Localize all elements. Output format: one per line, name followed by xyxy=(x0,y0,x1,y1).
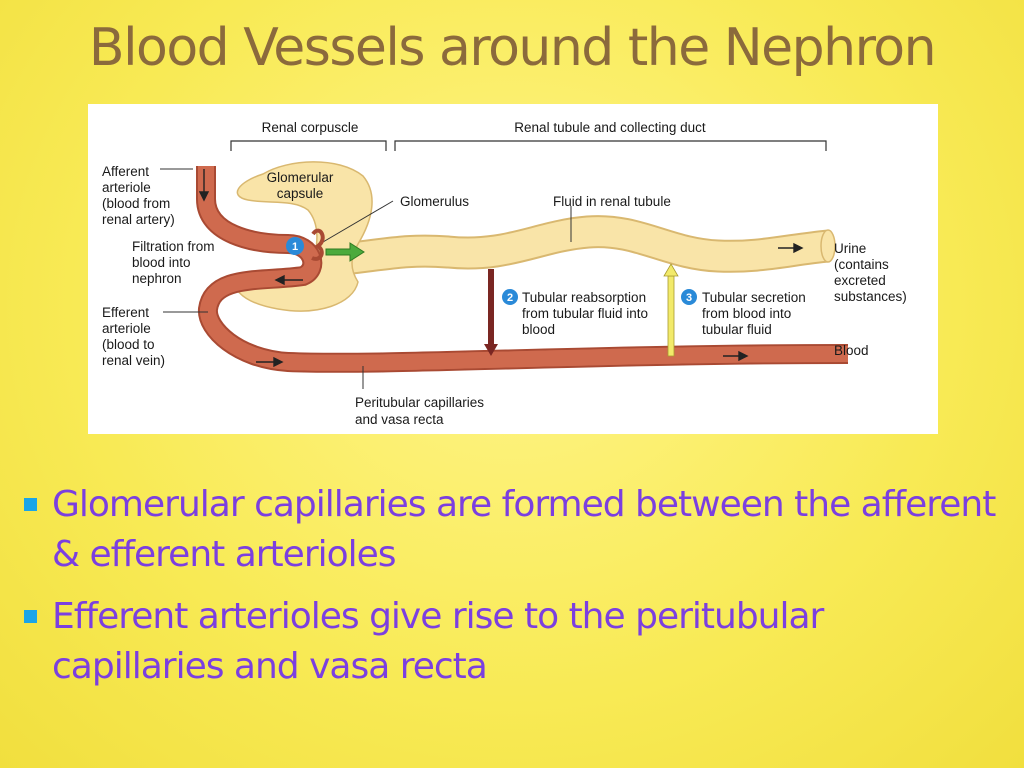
svg-text:tubular fluid: tubular fluid xyxy=(702,322,772,337)
bullet-item: Glomerular capillaries are formed betwee… xyxy=(22,480,1002,580)
reabsorption-arrow xyxy=(484,269,498,356)
svg-text:excreted: excreted xyxy=(834,273,886,288)
fluid-in-tubule-label: Fluid in renal tubule xyxy=(553,194,671,209)
svg-text:Urine: Urine xyxy=(834,241,866,256)
reabsorption-label: Tubular reabsorption from tubular fluid … xyxy=(522,290,648,337)
svg-text:Tubular reabsorption: Tubular reabsorption xyxy=(522,290,646,305)
secretion-arrow xyxy=(663,263,679,357)
bullet-item: Efferent arterioles give rise to the per… xyxy=(22,592,1002,692)
square-bullet-icon xyxy=(24,610,37,623)
svg-text:capsule: capsule xyxy=(277,186,324,201)
svg-text:substances): substances) xyxy=(834,289,907,304)
step-badge-3: 3 xyxy=(681,289,697,305)
filtration-arrow xyxy=(325,242,365,262)
peritubular-capillaries xyxy=(287,346,849,371)
svg-text:Efferent: Efferent xyxy=(102,305,149,320)
svg-text:3: 3 xyxy=(686,292,692,304)
glomerular-capsule xyxy=(234,161,373,312)
glomerulus xyxy=(311,228,325,261)
nephron-diagram-svg: Renal corpuscle Renal tubule and collect… xyxy=(102,120,907,427)
urine-label: Urine (contains excreted substances) xyxy=(834,241,907,304)
blood-label: Blood xyxy=(834,343,869,358)
svg-text:Glomerular: Glomerular xyxy=(267,170,334,185)
svg-text:(contains: (contains xyxy=(834,257,889,272)
svg-text:blood into: blood into xyxy=(132,255,191,270)
tubule-end xyxy=(820,229,836,263)
renal-corpuscle-label: Renal corpuscle xyxy=(262,120,359,135)
flow-arrows xyxy=(198,169,804,368)
svg-text:arteriole: arteriole xyxy=(102,180,151,195)
svg-text:Filtration from: Filtration from xyxy=(132,239,215,254)
step-badge-1: 1 xyxy=(286,237,304,255)
svg-text:Afferent: Afferent xyxy=(102,164,149,179)
svg-text:1: 1 xyxy=(292,241,298,253)
bullet-text: Glomerular capillaries are formed betwee… xyxy=(52,484,996,575)
svg-text:renal vein): renal vein) xyxy=(102,353,165,368)
svg-text:from tubular fluid into: from tubular fluid into xyxy=(522,306,648,321)
square-bullet-icon xyxy=(24,498,37,511)
svg-text:(blood from: (blood from xyxy=(102,196,170,211)
leader-lines xyxy=(160,168,572,389)
svg-text:from blood into: from blood into xyxy=(702,306,791,321)
svg-text:Tubular secretion: Tubular secretion xyxy=(702,290,806,305)
peritubular-label: Peritubular capillaries and vasa recta xyxy=(355,395,484,427)
glomerulus-label: Glomerulus xyxy=(400,194,469,209)
renal-tubule-label: Renal tubule and collecting duct xyxy=(514,120,706,135)
nephron-diagram: Renal corpuscle Renal tubule and collect… xyxy=(88,104,938,434)
bullet-text: Efferent arterioles give rise to the per… xyxy=(52,596,824,687)
secretion-label: Tubular secretion from blood into tubula… xyxy=(702,290,806,337)
svg-text:renal artery): renal artery) xyxy=(102,212,175,227)
svg-text:and vasa recta: and vasa recta xyxy=(355,412,444,427)
renal-corpuscle-bracket xyxy=(230,140,387,151)
svg-text:nephron: nephron xyxy=(132,271,182,286)
glomerular-capsule-label: Glomerular capsule xyxy=(267,170,334,201)
svg-text:arteriole: arteriole xyxy=(102,321,151,336)
afferent-arteriole-label: Afferent arteriole (blood from renal art… xyxy=(102,164,175,227)
slide-title: Blood Vessels around the Nephron xyxy=(88,18,937,78)
efferent-arteriole-label: Efferent arteriole (blood to renal vein) xyxy=(102,305,165,368)
svg-text:2: 2 xyxy=(507,292,513,304)
bullet-list: Glomerular capillaries are formed betwee… xyxy=(22,480,1002,704)
svg-text:Peritubular capillaries: Peritubular capillaries xyxy=(355,395,484,410)
filtration-label: Filtration from blood into nephron xyxy=(132,239,215,286)
renal-tubule-bracket xyxy=(394,140,827,151)
step-badge-2: 2 xyxy=(502,289,518,305)
svg-text:blood: blood xyxy=(522,322,555,337)
svg-text:(blood to: (blood to xyxy=(102,337,155,352)
